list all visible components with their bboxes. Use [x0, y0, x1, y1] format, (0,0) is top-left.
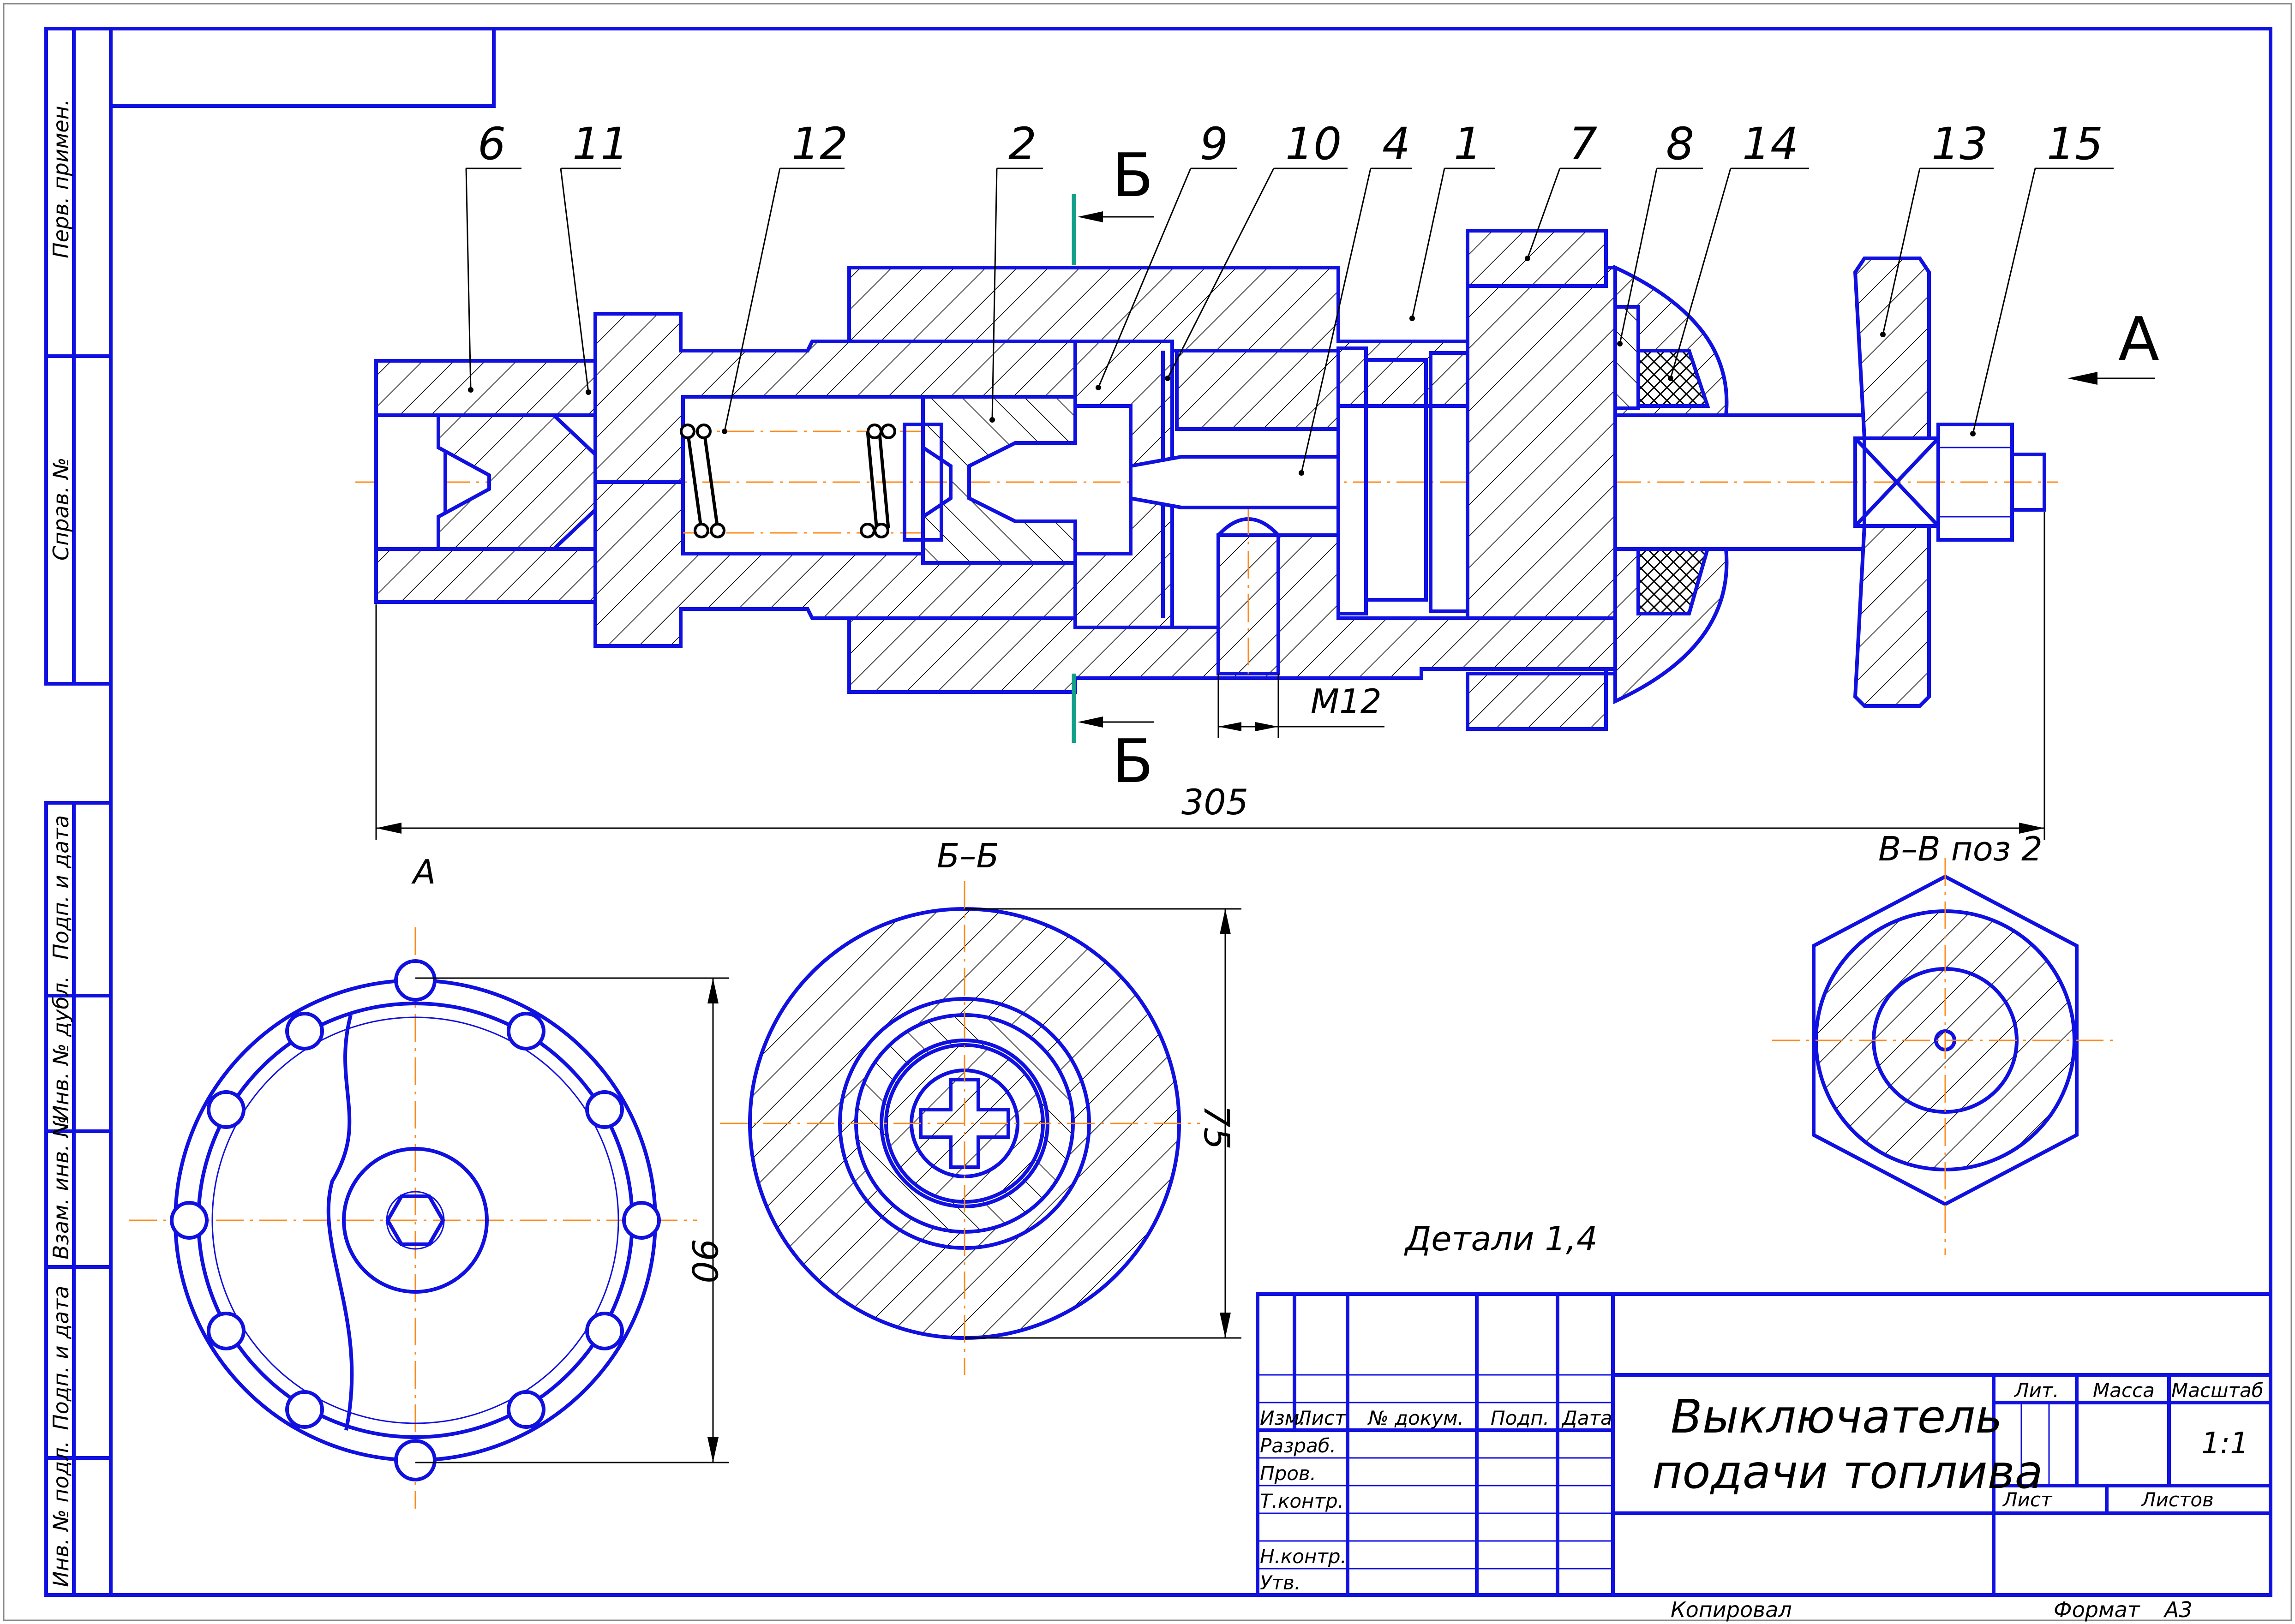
part-number-7: 7 — [1569, 118, 1597, 170]
part-4-needle — [1129, 455, 1340, 509]
format-label: Формат — [2054, 1597, 2140, 1622]
dim-section-diameter: 75 — [1196, 1105, 1237, 1150]
tb-list-label: Лист — [2002, 1488, 2053, 1511]
tb-data: Дата — [1561, 1407, 1612, 1429]
poppet-head — [903, 423, 943, 542]
part-number-12: 12 — [791, 118, 848, 170]
label-a-arrow: А — [2118, 304, 2159, 374]
tb-lit: Лит. — [2013, 1379, 2059, 1402]
tb-podp: Подп. — [1491, 1407, 1549, 1429]
part-number-14: 14 — [1742, 118, 1798, 170]
copied-label: Копировал — [1671, 1597, 1792, 1622]
part-number-15: 15 — [2047, 118, 2103, 170]
side-stamp: Перв. примен. Справ. № Подп. и дата Инв.… — [44, 27, 113, 1597]
drawing-title-line1: Выключатель — [1671, 1390, 2002, 1444]
part-8-washer — [1613, 305, 1640, 410]
drawing-title-line2: подачи топлива — [1652, 1445, 2043, 1499]
part-number-9: 9 — [1200, 118, 1228, 170]
tb-prov: Пров. — [1260, 1462, 1316, 1485]
section-bb: Б–Б 75 — [720, 836, 1241, 1375]
stamp-inv-podl: Инв. № подл. — [48, 1441, 73, 1587]
title-block: Изм. Лист № докум. Подп. Дата Разраб. Пр… — [1256, 1292, 2272, 1622]
label-view-a: А — [411, 853, 436, 891]
tb-utv: Утв. — [1260, 1571, 1300, 1594]
tb-scale: 1:1 — [2201, 1427, 2249, 1461]
tb-razrab: Разраб. — [1260, 1434, 1336, 1457]
sheet-frame — [3, 3, 2292, 1621]
dim-knob-diameter: 90 — [684, 1239, 725, 1284]
part-number-11: 11 — [572, 118, 629, 170]
section-mark-b: Б Б — [1072, 140, 1154, 796]
tb-t-kontr: Т.контр. — [1260, 1490, 1344, 1512]
part-number-2: 2 — [1008, 118, 1037, 170]
section-vv: В–В поз 2 — [1772, 830, 2114, 1255]
stamp-podp-data-1: Подп. и дата — [48, 815, 73, 960]
part-number-4: 4 — [1382, 118, 1410, 170]
tb-listov: Листов — [2140, 1488, 2214, 1511]
stamp-podp-data-2: Подп. и дата — [48, 1286, 73, 1430]
stamp-vzam-inv: Взам. инв. № — [48, 1116, 73, 1260]
part-2-poppet — [921, 395, 1077, 565]
assembly-section: Б Б А — [355, 140, 2159, 796]
part-number-6: 6 — [478, 118, 506, 170]
top-left-box — [109, 27, 496, 108]
label-b-top: Б — [1112, 140, 1153, 210]
stamp-inv-dubl: Инв. № дубл. — [48, 976, 73, 1121]
dimension-305: 305 — [375, 512, 2045, 840]
part-number-13: 13 — [1931, 118, 1988, 170]
part-number-10: 10 — [1285, 118, 1342, 170]
dim-overall-length: 305 — [1181, 782, 1248, 823]
part-stem — [1613, 413, 1866, 551]
tb-massa: Масса — [2093, 1379, 2155, 1402]
label-section-bb: Б–Б — [937, 836, 999, 875]
tb-izm: Изм. — [1260, 1407, 1306, 1429]
part-13-handwheel — [1853, 257, 1931, 440]
spring-chamber — [681, 395, 925, 555]
view-mark-a: А — [2067, 304, 2159, 385]
part-number-1: 1 — [1454, 118, 1482, 170]
parts-note: Детали 1,4 — [1404, 1219, 1598, 1258]
format-value: A3 — [2163, 1597, 2193, 1622]
stamp-sprav-no: Справ. № — [48, 457, 73, 561]
part-12-springs — [680, 424, 896, 538]
label-section-vv: В–В поз 2 — [1878, 830, 2043, 868]
part-leaders — [465, 167, 2114, 476]
tb-n-kontr: Н.контр. — [1260, 1545, 1347, 1568]
tb-doc-no: № докум. — [1367, 1407, 1464, 1429]
label-b-bottom: Б — [1112, 726, 1153, 796]
tb-masshtab: Масштаб — [2171, 1379, 2264, 1402]
part-number-labels: 6 11 12 2 9 10 4 1 7 8 14 13 15 — [478, 118, 2103, 170]
view-a-handwheel: А 90 — [129, 853, 729, 1509]
dim-thread: M12 — [1311, 682, 1382, 721]
tb-list: Лист — [1296, 1407, 1347, 1429]
dimension-m12: M12 — [1217, 674, 1384, 738]
part-number-8: 8 — [1666, 118, 1694, 170]
stamp-perv-primen: Перв. примен. — [48, 99, 73, 258]
